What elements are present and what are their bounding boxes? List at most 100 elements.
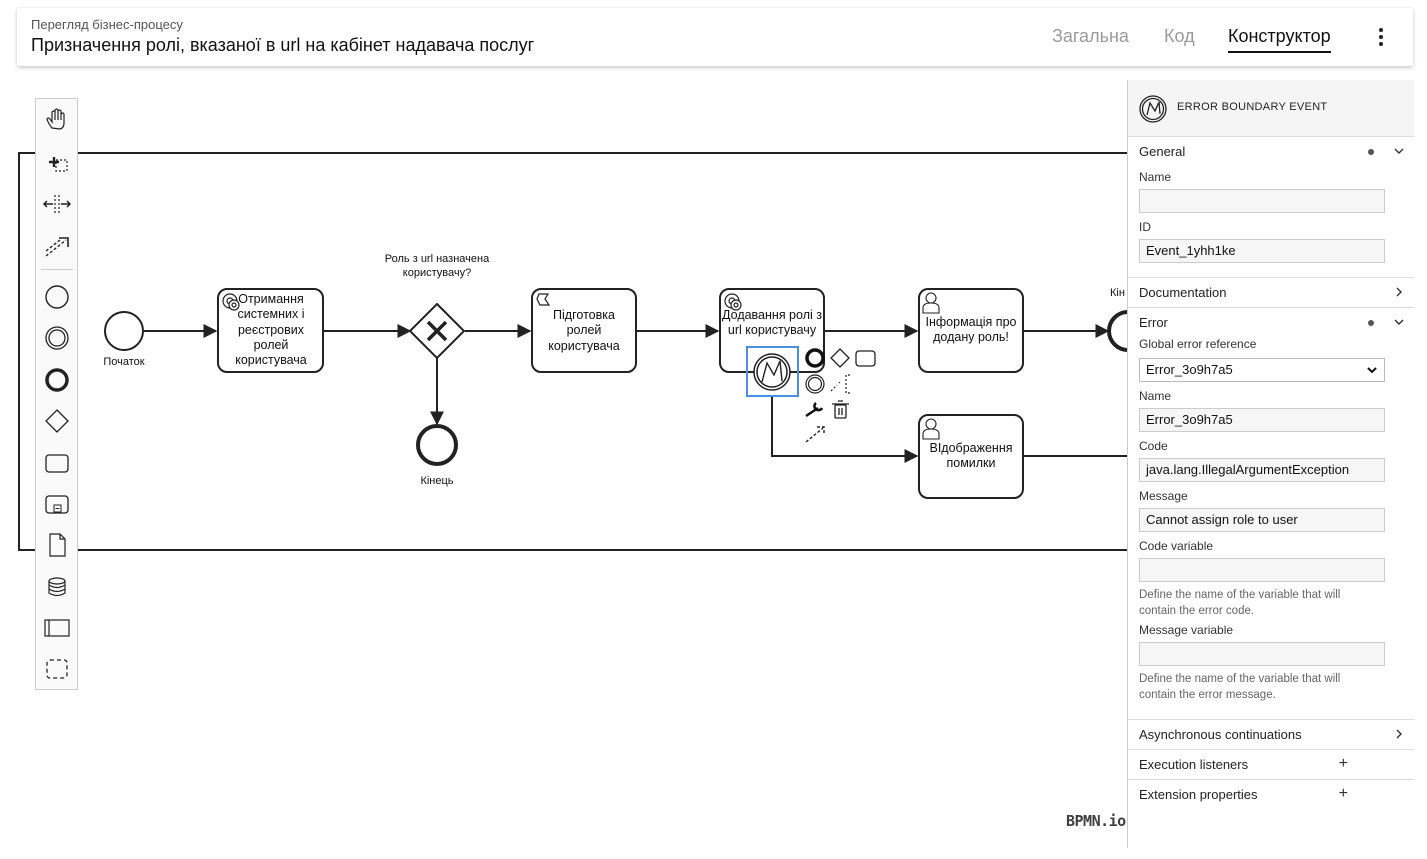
group-icon[interactable] [42, 654, 72, 684]
group-async: Asynchronous continuations [1128, 720, 1414, 750]
palette-separator [41, 269, 73, 270]
code-variable-hint: Define the name of the variable that wil… [1139, 589, 1341, 617]
space-tool-icon[interactable] [42, 189, 72, 219]
page-title: Призначення ролі, вказаної в url на кабі… [31, 35, 535, 55]
delete-trash-icon [832, 400, 849, 419]
global-connect-tool-icon[interactable] [42, 231, 72, 261]
message-variable-hint: Define the name of the variable that wil… [1139, 673, 1341, 701]
group-extension-title: Extension properties [1139, 787, 1258, 802]
global-error-ref-value: Error_3o9h7a5 [1146, 362, 1233, 377]
group-documentation-header[interactable]: Documentation [1128, 278, 1414, 307]
group-general-header[interactable]: General [1128, 137, 1414, 166]
page-subtitle: Перегляд бізнес-процесу [31, 17, 183, 32]
group-extension-header[interactable]: Extension properties + [1128, 780, 1414, 809]
task-icon[interactable] [42, 448, 72, 478]
group-documentation-title: Documentation [1139, 285, 1227, 300]
has-values-indicator [1368, 320, 1374, 326]
code-variable-label: Code variable [1139, 539, 1214, 553]
tab-general[interactable]: Загальна [1052, 26, 1129, 46]
error-name-field[interactable]: Error_3o9h7a5 [1139, 408, 1385, 432]
task-show-error-label: ВІдображення помилки [929, 441, 1013, 471]
add-listener-plus-icon[interactable]: + [1338, 755, 1348, 772]
group-documentation: Documentation [1128, 278, 1414, 308]
error-message-field[interactable]: Cannot assign role to user [1139, 508, 1385, 532]
add-extension-plus-icon[interactable]: + [1338, 785, 1348, 802]
task-get-roles[interactable] [217, 288, 324, 373]
page-header: Перегляд бізнес-процесу Призначення ролі… [17, 8, 1413, 66]
context-pad[interactable] [805, 348, 876, 443]
connect-arrow-icon [805, 426, 825, 443]
name-field[interactable] [1139, 189, 1385, 213]
more-vert-icon[interactable] [1372, 26, 1390, 48]
chevron-down-icon [1394, 148, 1404, 154]
tab-constructor[interactable]: Конструктор [1228, 26, 1331, 53]
id-label: ID [1139, 220, 1151, 234]
group-error-header[interactable]: Error [1128, 308, 1414, 337]
append-text-annotation-icon [830, 374, 850, 394]
append-end-event-icon [805, 348, 825, 368]
error-message-label: Message [1139, 489, 1188, 503]
chevron-down-icon [1394, 319, 1404, 325]
exclusive-gateway[interactable] [408, 302, 466, 360]
group-error: Error Global error reference Error_3o9h7… [1128, 308, 1414, 720]
task-info-added[interactable] [918, 288, 1024, 373]
task-add-role-label: Додавання ролі з url користувачу [722, 308, 822, 338]
data-store-icon[interactable] [42, 572, 72, 602]
gateway-icon[interactable] [42, 406, 72, 436]
end-event-2-label: Кін [1110, 287, 1125, 299]
message-variable-label: Message variable [1139, 623, 1234, 637]
task-show-error[interactable] [918, 414, 1024, 499]
group-listeners-header[interactable]: Execution listeners + [1128, 750, 1414, 779]
end-event-icon[interactable] [42, 365, 72, 395]
message-variable-field[interactable] [1139, 642, 1385, 666]
error-code-label: Code [1139, 439, 1168, 453]
group-async-title: Asynchronous continuations [1139, 727, 1302, 742]
end-event-1-label: Кінець [420, 475, 454, 487]
group-general: General Name ID Event_1yhh1ke [1128, 137, 1414, 278]
append-task-icon [855, 350, 876, 367]
change-type-wrench-icon [805, 402, 824, 418]
bpmn-canvas[interactable] [0, 0, 1127, 859]
gateway-label: Роль з url назначена користувачу? [384, 253, 490, 279]
start-event[interactable] [104, 311, 144, 351]
intermediate-event-icon[interactable] [42, 323, 72, 353]
lasso-tool-icon[interactable] [42, 147, 72, 177]
properties-panel: ERROR BOUNDARY EVENT General Name ID Eve… [1127, 80, 1414, 848]
pool[interactable] [18, 152, 1127, 551]
select-arrow-icon [1367, 367, 1377, 374]
id-field[interactable]: Event_1yhh1ke [1139, 239, 1385, 263]
tool-palette [35, 98, 78, 690]
global-error-ref-label: Global error reference [1139, 337, 1257, 351]
global-error-ref-select[interactable]: Error_3o9h7a5 [1139, 358, 1385, 382]
name-label: Name [1139, 170, 1172, 184]
has-values-indicator [1368, 149, 1374, 155]
group-async-header[interactable]: Asynchronous continuations [1128, 720, 1414, 749]
task-info-added-label: Інформація про додану роль! [925, 315, 1017, 345]
group-execution-listeners: Execution listeners + [1128, 750, 1414, 780]
task-prepare-roles-label: Підготовка ролей користувача [548, 308, 620, 353]
tab-code[interactable]: Код [1164, 26, 1195, 46]
data-object-icon[interactable] [42, 530, 72, 560]
pool-icon[interactable] [42, 613, 72, 643]
error-code-field[interactable]: java.lang.IllegalArgumentException [1139, 458, 1385, 482]
group-error-title: Error [1139, 315, 1168, 330]
end-event-2[interactable] [1107, 310, 1127, 352]
bpmn-io-logo[interactable]: BPMN.io [1066, 812, 1126, 830]
start-event-icon[interactable] [42, 282, 72, 312]
code-variable-field[interactable] [1139, 558, 1385, 582]
properties-header: ERROR BOUNDARY EVENT [1128, 80, 1414, 137]
group-general-title: General [1139, 144, 1186, 159]
start-event-label: Початок [103, 356, 145, 368]
end-event-1[interactable] [416, 424, 458, 466]
task-prepare-roles[interactable] [531, 288, 637, 373]
error-boundary-event[interactable] [746, 346, 799, 397]
chevron-right-icon [1396, 729, 1402, 739]
subprocess-icon[interactable] [42, 489, 72, 519]
error-name-label: Name [1139, 389, 1172, 403]
group-extension-properties: Extension properties + [1128, 780, 1414, 809]
hand-tool-icon[interactable] [42, 105, 72, 135]
error-boundary-event-icon [1139, 95, 1167, 123]
sequence-flows[interactable] [144, 324, 1127, 463]
append-gateway-icon [830, 348, 850, 368]
element-type-label: ERROR BOUNDARY EVENT [1177, 101, 1328, 113]
